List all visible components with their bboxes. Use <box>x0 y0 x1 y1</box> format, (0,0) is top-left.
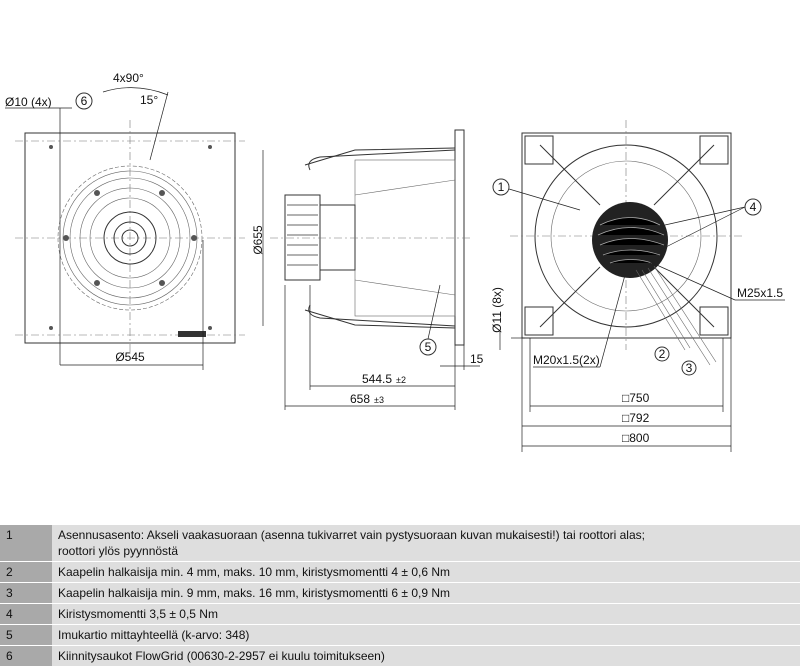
svg-text:1: 1 <box>498 180 505 194</box>
rear-view: Ø11 (8x) 1 4 M25x1.5 M20x1.5(2x) 2 3 □75… <box>490 120 785 452</box>
dim-792-label: □792 <box>622 411 650 425</box>
length-544-label: 544.5 <box>362 372 392 386</box>
thread-m20-label: M20x1.5(2x) <box>533 353 600 367</box>
diameter-545-label: Ø545 <box>115 350 145 364</box>
angle-label: 4x90° <box>113 71 144 85</box>
svg-text:2: 2 <box>659 347 666 361</box>
diameter-655-label: Ø655 <box>251 225 265 255</box>
callout-5 <box>419 338 437 356</box>
callout-2 <box>654 346 670 362</box>
callout-6 <box>75 92 93 110</box>
front-view: Ø545 Ø10 (4x) 6 4x90° 15° <box>5 71 245 370</box>
side-view: Ø655 544.5 ±2 658 ±3 15 5 <box>251 129 484 410</box>
callout-1 <box>492 178 510 196</box>
technical-drawing: Ø545 Ø10 (4x) 6 4x90° 15° Ø655 <box>5 71 785 452</box>
svg-text:±3: ±3 <box>374 395 384 405</box>
hole-11-label: Ø11 (8x) <box>490 287 504 333</box>
svg-text:4: 4 <box>750 200 757 214</box>
hole-10-label: Ø10 (4x) <box>5 95 52 109</box>
callout-4 <box>744 198 762 216</box>
plate-thickness-label: 15 <box>470 352 484 366</box>
dim-750-label: □750 <box>622 391 650 405</box>
length-658-label: 658 <box>350 392 370 406</box>
svg-text:6: 6 <box>81 94 88 108</box>
callout-3 <box>681 360 697 376</box>
svg-text:±2: ±2 <box>396 375 406 385</box>
svg-text:3: 3 <box>686 361 693 375</box>
offset-angle-label: 15° <box>140 93 158 107</box>
svg-text:5: 5 <box>425 340 432 354</box>
dim-800-label: □800 <box>622 431 650 445</box>
thread-m25-label: M25x1.5 <box>737 286 783 300</box>
